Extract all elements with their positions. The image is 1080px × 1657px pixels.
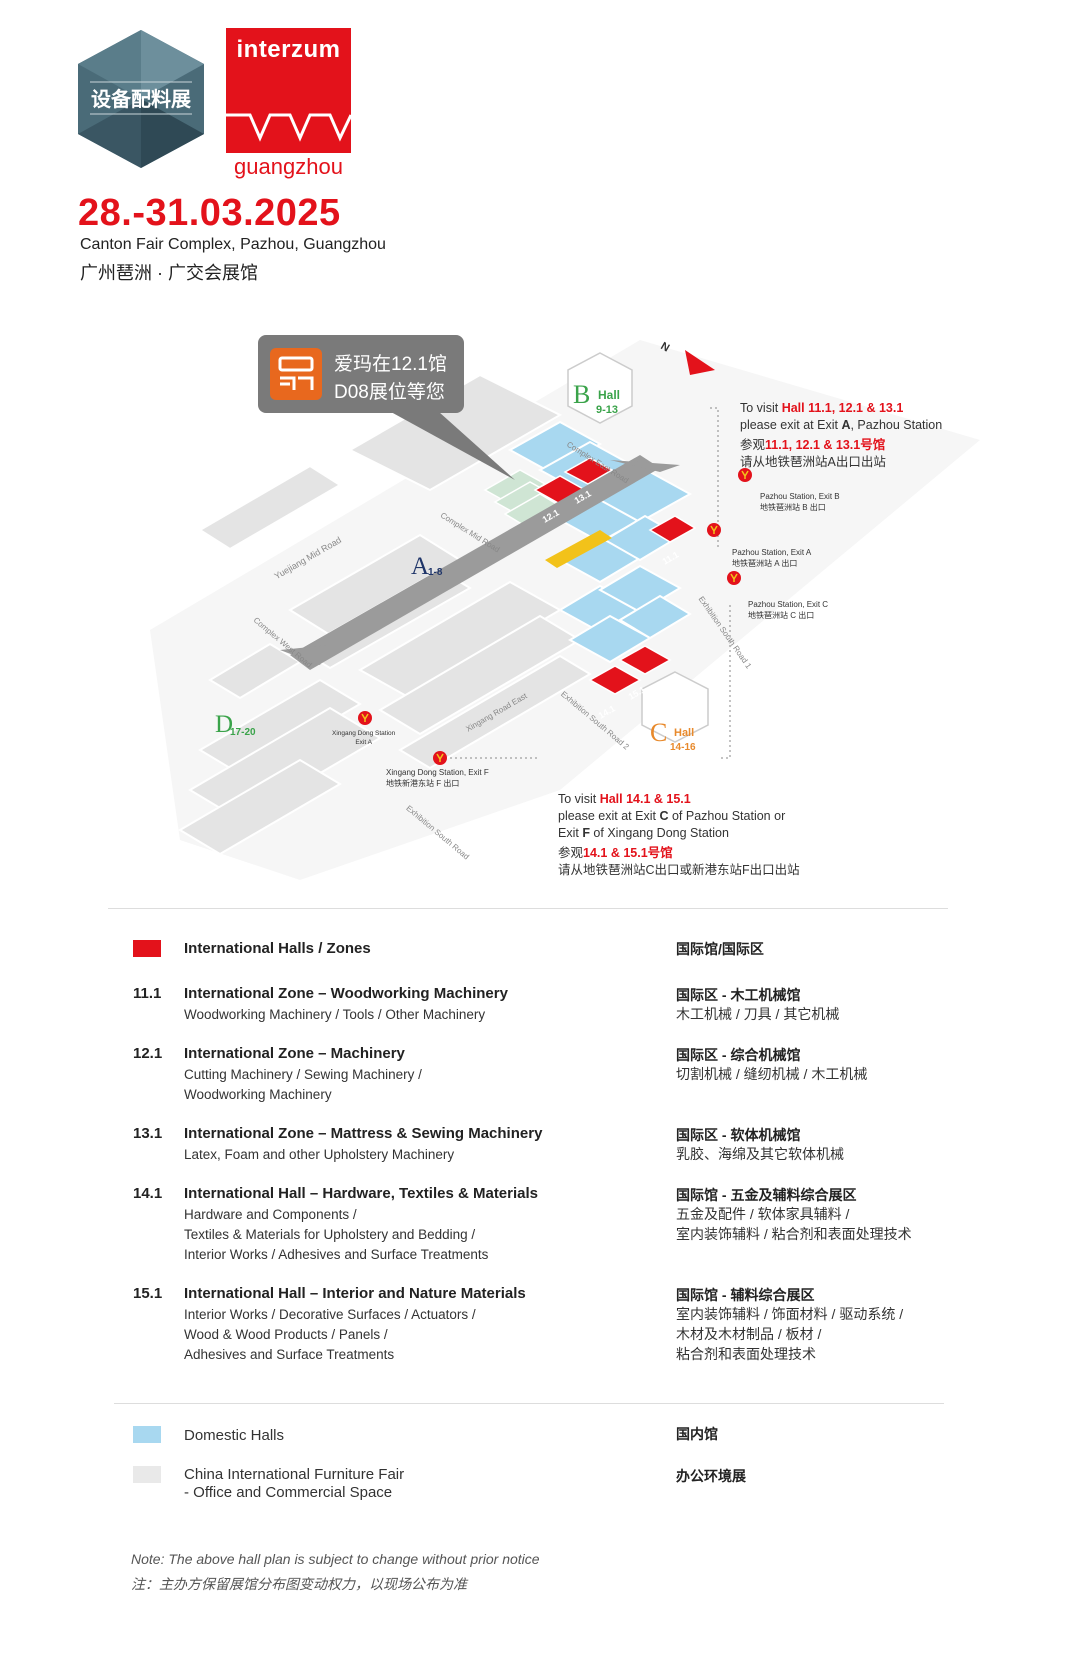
area-b-letter: B <box>573 380 591 409</box>
area-b-range: 9-13 <box>596 404 619 416</box>
visit-note-halls-14-15: To visit Hall 14.1 & 15.1 please exit at… <box>558 792 800 877</box>
international-swatch <box>133 940 161 957</box>
domestic-label: Domestic Halls <box>184 1427 285 1444</box>
area-a-range: 1-8 <box>428 567 443 578</box>
event-date: 28.-31.03.2025 <box>78 192 341 234</box>
zone-title: International Zone – Mattress & Sewing M… <box>184 1125 543 1142</box>
area-b-word: Hall <box>598 388 621 402</box>
zone-desc: Cutting Machinery / Sewing Machinery /Wo… <box>184 1067 422 1102</box>
leader-lines <box>445 407 731 759</box>
hall-c-badge <box>641 671 709 743</box>
zone-title-cn: 国际馆 - 辅料综合展区 <box>676 1287 815 1303</box>
zone-desc-cn: 室内装饰辅料 / 饰面材料 / 驱动系统 /木材及木材制品 / 板材 /粘合剂和… <box>676 1306 904 1362</box>
zone-desc-cn: 木工机械 / 刀具 / 其它机械 <box>676 1006 840 1022</box>
zone-code: 15.1 <box>133 1285 163 1302</box>
furniture-label-cn: 办公环境展 <box>676 1468 746 1484</box>
zone-title-cn: 国际馆 - 五金及辅料综合展区 <box>676 1187 857 1203</box>
callout-line2: D08展位等您 <box>334 382 445 403</box>
yellow-corridor <box>545 530 612 568</box>
area-c-range: 14-16 <box>670 742 696 753</box>
furniture-label: China International Furniture Fair- Offi… <box>184 1466 405 1501</box>
divider-top <box>108 908 948 909</box>
interzum-wordmark: interzum <box>236 36 341 63</box>
zone-title-cn: 国际区 - 木工机械馆 <box>676 987 801 1003</box>
venue-cn: 广州琶洲 · 广交会展馆 <box>80 263 258 283</box>
interzum-mark-icon <box>226 113 351 142</box>
aima-logo-icon <box>270 348 322 400</box>
zone-code: 11.1 <box>133 985 162 1002</box>
footnote-cn: 注：主办方保留展馆分布图变动权力，以现场公布为准 <box>131 1576 467 1592</box>
zone-title: International Zone – Woodworking Machine… <box>184 985 508 1002</box>
zone-desc: Hardware and Components /Textiles & Mate… <box>184 1207 489 1262</box>
area-c-letter: C <box>650 718 668 747</box>
booth-callout: 爱玛在12.1馆 D08展位等您 <box>258 335 464 413</box>
zone-desc-cn: 乳胶、海绵及其它软体机械 <box>676 1146 844 1162</box>
zone-code: 14.1 <box>133 1185 163 1202</box>
hall-b-badge <box>567 352 633 424</box>
interzum-logo: interzum <box>226 28 351 153</box>
zone-desc: Woodworking Machinery / Tools / Other Ma… <box>184 1007 486 1022</box>
footnote-en: Note: The above hall plan is subject to … <box>131 1551 540 1567</box>
zone-title: International Hall – Interior and Nature… <box>184 1285 526 1302</box>
zone-desc-cn: 切割机械 / 缝纫机械 / 木工机械 <box>676 1066 868 1082</box>
callout-line1: 爱玛在12.1馆 <box>334 354 447 375</box>
hall-map: N <box>150 340 980 880</box>
furniture-swatch <box>133 1466 161 1483</box>
zone-desc-cn: 五金及配件 / 软体家具辅料 /室内装饰辅料 / 粘合剂和表面处理技术 <box>676 1206 912 1242</box>
compass-arrow-icon <box>685 350 715 375</box>
venue-en: Canton Fair Complex, Pazhou, Guangzhou <box>80 236 386 253</box>
zone-desc: Latex, Foam and other Upholstery Machine… <box>184 1147 455 1162</box>
international-title: International Halls / Zones <box>184 940 371 957</box>
zone-desc: Interior Works / Decorative Surfaces / A… <box>184 1307 476 1362</box>
domestic-label-cn: 国内馆 <box>676 1426 718 1442</box>
interzum-city: guangzhou <box>234 154 343 179</box>
zone-code: 13.1 <box>133 1125 163 1142</box>
zone-title: International Zone – Machinery <box>184 1045 405 1062</box>
area-d-letter: D <box>215 711 234 738</box>
visit-note-halls-11-13: To visit Hall 11.1, 12.1 & 13.1 please e… <box>740 401 943 469</box>
domestic-halls-c <box>557 564 692 664</box>
domestic-swatch <box>133 1426 161 1443</box>
zone-code: 12.1 <box>133 1045 163 1062</box>
area-d-range: 17-20 <box>230 727 256 738</box>
area-c-word: Hall <box>674 727 695 739</box>
main-corridor <box>290 455 660 670</box>
international-title-cn: 国际馆/国际区 <box>676 941 764 957</box>
zone-title-cn: 国际区 - 软体机械馆 <box>676 1127 801 1143</box>
area-a-letter: A <box>411 553 430 580</box>
zone-title: International Hall – Hardware, Textiles … <box>184 1185 539 1202</box>
callout-pointer <box>360 395 515 480</box>
zone-title-cn: 国际区 - 综合机械馆 <box>676 1047 801 1063</box>
divider-bottom <box>114 1403 944 1404</box>
logo-cn-text: 设备配料展 <box>91 87 191 111</box>
cn-logo-hexagon: 设备配料展 <box>78 30 204 168</box>
